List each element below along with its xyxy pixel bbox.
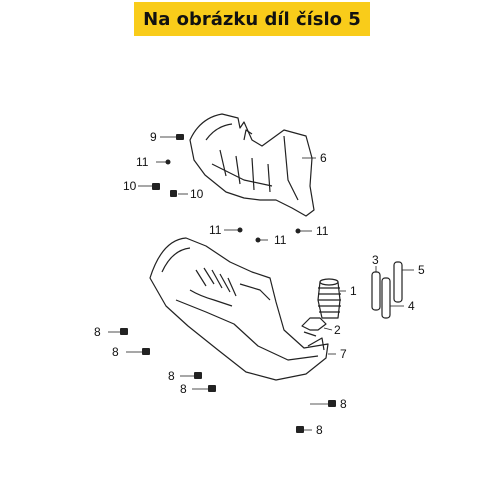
screw-icon [176, 134, 184, 140]
callout-label: 11 [274, 233, 287, 247]
screw-icon [237, 227, 243, 233]
callout-label: 8 [112, 345, 119, 359]
part-tube [381, 277, 391, 319]
screw-icon [255, 237, 261, 243]
callout-label: 11 [136, 155, 149, 169]
part-upper-cover [189, 113, 315, 217]
callout-label: 8 [340, 397, 347, 411]
header-title: Na obrázku díl číslo 5 [143, 8, 361, 30]
bolt-icon [296, 426, 304, 433]
callout-label: 8 [180, 382, 187, 396]
callout-label: 1 [350, 284, 357, 298]
callout-label: 8 [94, 325, 101, 339]
callout-label: 3 [372, 253, 379, 267]
bolt-icon [208, 385, 216, 392]
bolt-icon [152, 183, 160, 190]
callout-label: 2 [334, 323, 341, 337]
part-lower-cover [149, 237, 329, 381]
callout-label: 11 [209, 223, 222, 237]
part-clip [301, 317, 327, 337]
callout-label: 9 [150, 130, 157, 144]
callout-label: 7 [340, 347, 347, 361]
screw-icon [295, 228, 301, 234]
leader-lines [108, 136, 414, 431]
callout-label: 10 [190, 187, 204, 201]
bolt-icon [142, 348, 150, 355]
part-tube [393, 261, 403, 303]
bolt-icon [120, 328, 128, 335]
bolt-icon [328, 400, 336, 407]
callout-label: 5 [418, 263, 425, 277]
bolt-icon [170, 190, 177, 197]
bolt-icon [194, 372, 202, 379]
callout-label: 4 [408, 299, 415, 313]
part-spring [317, 278, 341, 319]
callout-label: 8 [168, 369, 175, 383]
callout-label: 11 [316, 224, 329, 238]
header-banner: Na obrázku díl číslo 5 [134, 2, 370, 36]
part-tube [371, 271, 381, 311]
callout-label: 8 [316, 423, 323, 437]
callout-label: 6 [320, 151, 327, 165]
screw-icon [165, 159, 171, 165]
callout-label: 10 [123, 179, 137, 193]
